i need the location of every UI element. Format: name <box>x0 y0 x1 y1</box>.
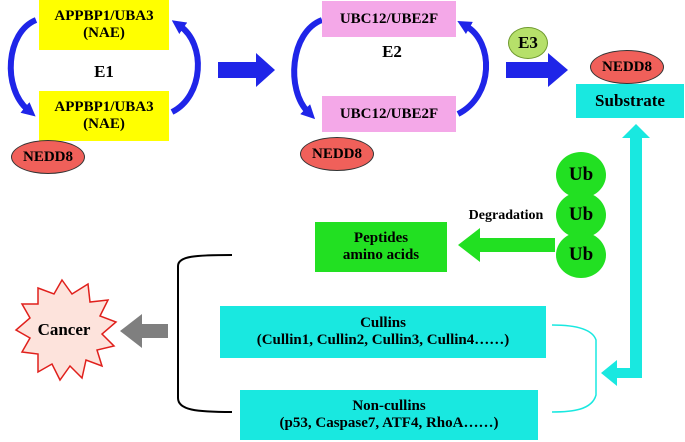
right-bracket <box>551 324 597 413</box>
cancer-label: Cancer <box>37 320 91 339</box>
e2-to-substrate-arrow <box>506 53 568 87</box>
cyan-elbow-arrow <box>601 124 650 386</box>
e1-left-curved-arrow <box>7 17 38 117</box>
left-bracket <box>177 254 233 413</box>
cancer-starburst-icon <box>14 278 118 382</box>
e3-badge: E3 <box>508 27 548 59</box>
degradation-label: Degradation <box>468 208 544 223</box>
e1-top-box: APPBP1/UBA3 (NAE) <box>39 0 169 50</box>
e1-top-box-line1: APPBP1/UBA3 <box>54 7 154 24</box>
e1-bottom-box: APPBP1/UBA3 (NAE) <box>39 91 169 141</box>
non-cullins-box: Non-cullins (p53, Caspase7, ATF4, RhoA……… <box>240 390 538 440</box>
e2-nedd8-oval: NEDD8 <box>300 137 374 171</box>
substrate-nedd8-oval: NEDD8 <box>590 50 664 84</box>
peptides-line1: Peptides <box>353 229 409 246</box>
e2-left-curved-arrow <box>291 17 324 120</box>
non-cullins-examples: (p53, Caspase7, ATF4, RhoA……) <box>279 415 499 431</box>
peptides-line2: amino acids <box>342 247 420 263</box>
non-cullins-title: Non-cullins <box>352 397 426 414</box>
e1-bottom-box-line2: (NAE) <box>83 116 125 132</box>
e1-right-curved-arrow <box>170 20 201 115</box>
e1-to-e2-arrow <box>218 53 275 87</box>
substrate-box: Substrate <box>576 84 684 118</box>
e2-bottom-box: UBC12/UBE2F <box>322 96 456 132</box>
ub-circle-3: Ub <box>556 232 606 278</box>
e1-nedd8-oval: NEDD8 <box>11 140 85 174</box>
cullins-title: Cullins <box>360 314 406 331</box>
ub-circle-1: Ub <box>556 152 606 198</box>
degradation-arrow <box>458 228 555 262</box>
e1-bottom-box-line1: APPBP1/UBA3 <box>54 98 154 115</box>
cullins-examples: (Cullin1, Cullin2, Cullin3, Cullin4……) <box>256 332 510 348</box>
peptides-box: Peptides amino acids <box>315 222 447 272</box>
e2-right-curved-arrow <box>456 21 489 117</box>
ub-circle-2: Ub <box>556 192 606 238</box>
to-cancer-arrow <box>120 314 168 348</box>
cullins-box: Cullins (Cullin1, Cullin2, Cullin3, Cull… <box>220 306 546 358</box>
e2-top-box: UBC12/UBE2F <box>322 1 456 37</box>
e1-label: E1 <box>94 62 114 81</box>
e2-label: E2 <box>382 42 402 61</box>
e1-top-box-line2: (NAE) <box>83 25 125 41</box>
